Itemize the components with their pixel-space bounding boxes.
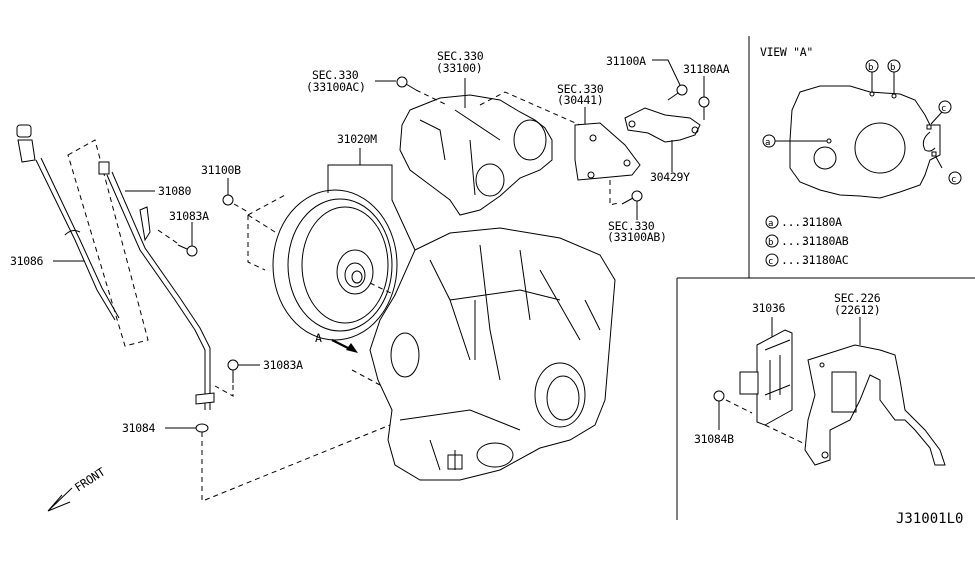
bolt-33100ab[interactable] — [621, 190, 643, 205]
torque-converter-part[interactable] — [272, 189, 398, 341]
label-31036: 31036 — [752, 301, 785, 315]
oil-pump-part[interactable] — [399, 94, 553, 216]
callout-b-marker: b — [887, 59, 901, 73]
label-31086: 31086 — [10, 254, 43, 268]
legend-part-31180ac: 31180AC — [802, 253, 849, 267]
leader-dash — [233, 203, 249, 213]
label-31180aa: 31180AA — [683, 62, 730, 76]
leader-dash — [214, 385, 234, 397]
bolt-31180aa[interactable] — [698, 96, 710, 120]
leader-dash — [204, 424, 391, 501]
label-sec330: SEC.330 — [437, 49, 484, 63]
bolt-31100a[interactable] — [667, 84, 688, 101]
bolt-33100ac[interactable] — [396, 76, 417, 91]
view-a-arrow — [331, 339, 358, 353]
transaxle-assembly-part[interactable] — [369, 227, 616, 481]
view-a-legend-b: b ..... 31180AB — [765, 234, 849, 248]
leader-dash — [247, 194, 286, 271]
tube-clamp — [195, 392, 215, 405]
svg-text:c: c — [768, 257, 773, 267]
view-arrow-label: A — [315, 331, 322, 345]
svg-text:b: b — [868, 63, 873, 73]
view-a-bellhousing — [775, 72, 943, 199]
callout-c-marker: c — [948, 171, 962, 185]
front-arrow-icon — [47, 487, 73, 512]
svg-text:a: a — [765, 138, 770, 148]
tube-group-box — [67, 139, 149, 347]
view-a-legend-a: a ..... 31180A — [765, 215, 842, 229]
label-31080: 31080 — [158, 184, 191, 198]
view-a-legend-c: c ..... 31180AC — [765, 253, 849, 267]
label-31084b: 31084B — [694, 432, 734, 446]
bolt-31083a-top[interactable] — [177, 244, 198, 257]
callout-c-marker: c — [938, 100, 952, 114]
label-sec330: SEC.330 — [312, 68, 359, 82]
svg-text:.....: ..... — [781, 215, 814, 229]
diagram-id: J31001L0 — [896, 511, 963, 527]
label-33100ac: (33100AC) — [306, 80, 366, 94]
bracket-30429y-part[interactable] — [624, 107, 701, 143]
leader-dash — [479, 91, 581, 126]
leader-line — [327, 164, 416, 251]
view-a-title: VIEW "A" — [760, 45, 813, 59]
leader-dash — [725, 399, 806, 445]
o-ring-31084[interactable] — [195, 423, 209, 433]
label-sec226: SEC.226 — [834, 291, 881, 305]
label-22612: (22612) — [834, 303, 880, 317]
svg-text:.....: ..... — [781, 253, 814, 267]
callout-a-marker: a — [762, 134, 776, 148]
callout-b-marker: b — [865, 59, 879, 73]
svg-text:a: a — [768, 219, 773, 229]
tcm-bracket-part[interactable] — [804, 344, 946, 466]
label-33100ab: (33100AB) — [607, 230, 667, 244]
svg-text:c: c — [941, 104, 946, 114]
label-30429y: 30429Y — [650, 170, 690, 184]
bracket-30441-part[interactable] — [574, 122, 641, 181]
label-31083a: 31083A — [169, 209, 209, 223]
label-sec330: SEC.330 — [557, 82, 604, 96]
label-31100b: 31100B — [201, 163, 241, 177]
label-31083a: 31083A — [263, 358, 303, 372]
legend-part-31180a: 31180A — [802, 215, 842, 229]
leader-dash — [369, 282, 396, 296]
bolt-31083a-bottom[interactable] — [227, 359, 239, 383]
nut-31100b[interactable] — [222, 194, 234, 206]
front-label: FRONT — [72, 465, 108, 495]
nut-31084b[interactable] — [713, 390, 725, 402]
label-31084: 31084 — [122, 421, 155, 435]
oil-filler-tube-part[interactable] — [98, 161, 211, 410]
tcm-31036-part[interactable] — [739, 329, 793, 426]
leader-dash — [154, 227, 178, 244]
svg-text:b: b — [890, 63, 895, 73]
legend-part-31180ab: 31180AB — [802, 234, 849, 248]
dipstick-31086-part[interactable] — [16, 124, 120, 321]
label-31100a: 31100A — [606, 54, 646, 68]
svg-text:c: c — [951, 175, 956, 185]
label-33100: (33100) — [436, 61, 482, 75]
svg-text:b: b — [768, 238, 773, 248]
leader-dash — [609, 180, 619, 206]
label-30441: (30441) — [557, 93, 603, 107]
svg-text:.....: ..... — [781, 234, 814, 248]
label-sec330: SEC.330 — [608, 219, 655, 233]
leader-line — [652, 59, 681, 86]
label-31020m: 31020M — [337, 132, 377, 146]
